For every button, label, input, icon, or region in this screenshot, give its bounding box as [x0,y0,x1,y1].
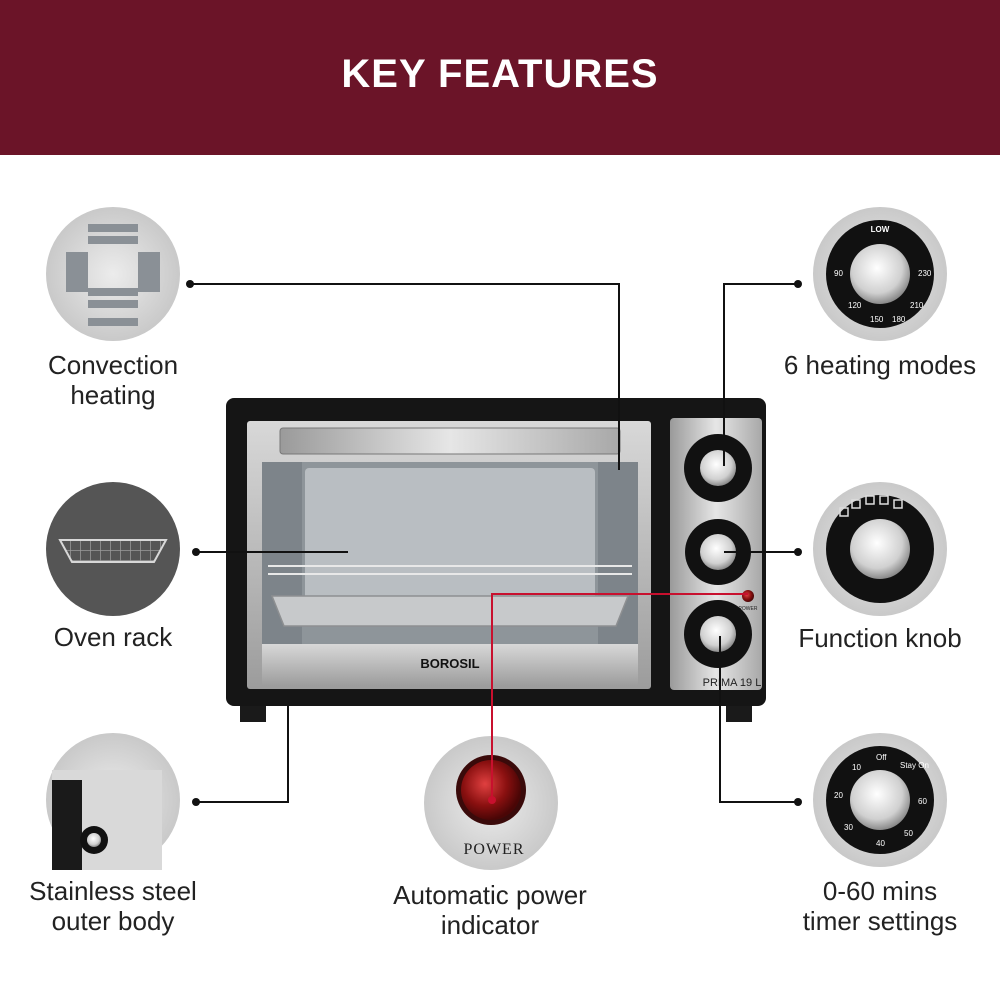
timer-mark: 20 [834,791,843,800]
power-indicator-label: Automatic power indicator [393,880,587,940]
oven-power-led [742,590,754,602]
oven-temp-knob [684,434,752,502]
convection-image [46,207,180,341]
oven-model: PRIMA 19 L [703,677,762,689]
temp-mark: 120 [848,301,862,310]
function-knob-image [813,482,947,616]
oven-foot-right [726,704,752,722]
timer-mark: 30 [844,823,853,832]
stainless-body-label: Stainless steel outer body [29,876,197,936]
leader-heating-modes [723,283,798,466]
timer-mark: 50 [904,829,913,838]
temp-mark: 150 [870,315,884,324]
timer-label: 0-60 mins timer settings [802,876,958,936]
temp-mark: 230 [918,269,932,278]
oven-power-label: POWER [739,606,758,612]
heating-modes-label: 6 heating modes [783,350,977,380]
timer-stay-mark: Stay On [900,761,929,770]
power-badge-label: POWER [464,841,525,858]
oven: BOROSIL POWER PRIMA 19 L [226,398,766,722]
oven-rack-label: Oven rack [53,622,173,652]
oven-handle [279,427,621,455]
function-knob-label: Function knob [798,623,962,653]
header-banner: KEY FEATURES [0,0,1000,155]
temp-mark: 210 [910,301,924,310]
timer-mark: 60 [918,797,927,806]
timer-off-mark: Off [876,753,887,762]
oven-rack-inside [268,565,632,575]
stainless-body-image [46,733,180,870]
oven-function-knob [685,519,751,585]
leader-timer [719,636,798,803]
temp-low-mark: LOW [871,225,890,234]
temp-mark: 90 [834,269,843,278]
timer-mark: 40 [876,839,885,848]
leader-lines [190,283,798,803]
oven-rack-image [46,482,180,616]
leader-power-indicator [491,593,748,800]
leader-body [196,706,289,803]
oven-timer-knob [684,600,752,668]
oven-foot-left [240,704,266,722]
temperature-knob-image [813,207,947,341]
oven-brand: BOROSIL [420,656,479,671]
oven-cavity-back [305,468,595,618]
oven-tray [270,595,630,627]
convection-label: Convection heating [47,350,179,410]
temp-mark: 180 [892,315,906,324]
leader-convection [190,283,620,470]
timer-mark: 10 [852,763,861,772]
page-title: KEY FEATURES [341,52,659,96]
timer-knob-image [813,733,947,867]
